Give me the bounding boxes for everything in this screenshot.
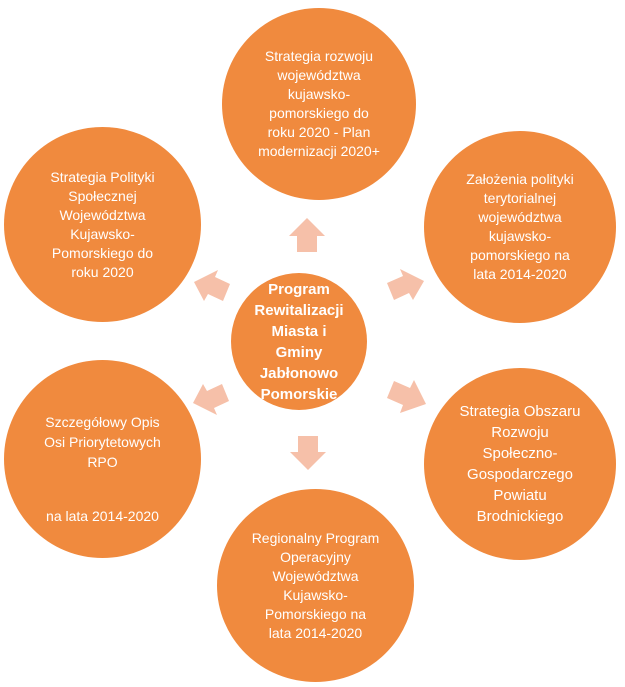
arrow-upper-right-icon bbox=[387, 269, 424, 300]
arrow-up-icon bbox=[289, 218, 325, 252]
node-label: Strategia Polityki Społecznej Województw… bbox=[50, 168, 155, 280]
node-strategia-rozwoju-wojewodztwa: Strategia rozwoju województwa kujawsko- … bbox=[222, 8, 416, 200]
node-label: Szczegółowy Opis Osi Priorytetowych RPO bbox=[44, 414, 161, 470]
node-szczegolowy-opis-osi: Szczegółowy Opis Osi Priorytetowych RPO … bbox=[4, 360, 201, 558]
node-label-years: na lata 2014-2020 bbox=[46, 508, 159, 524]
arrow-upper-left-icon bbox=[194, 270, 230, 301]
center-label: Program Rewitalizacji Miasta i Gminy Jab… bbox=[254, 280, 344, 403]
node-label: Strategia rozwoju województwa kujawsko- … bbox=[258, 48, 380, 159]
node-strategia-obszaru-rozwoju: Strategia Obszaru Rozwoju Społeczno- Gos… bbox=[424, 368, 616, 560]
node-label: Założenia polityki terytorialnej wojewód… bbox=[466, 171, 574, 282]
arrow-lower-right-icon bbox=[387, 380, 426, 413]
arrow-lower-left-icon bbox=[193, 384, 229, 415]
node-label-group: Szczegółowy Opis Osi Priorytetowych RPO … bbox=[30, 392, 175, 526]
arrow-down-icon bbox=[290, 436, 326, 470]
node-label: Regionalny Program Operacyjny Województw… bbox=[251, 529, 380, 641]
node-zalozenia-polityki-terytorialnej: Założenia polityki terytorialnej wojewód… bbox=[424, 131, 616, 323]
node-label: Strategia Obszaru Rozwoju Społeczno- Gos… bbox=[459, 403, 581, 525]
node-strategia-polityki-spolecznej: Strategia Polityki Społecznej Województw… bbox=[4, 127, 201, 322]
node-center-program-rewitalizacji: Program Rewitalizacji Miasta i Gminy Jab… bbox=[231, 273, 367, 410]
node-regionalny-program-operacyjny: Regionalny Program Operacyjny Województw… bbox=[217, 489, 414, 682]
label-gap bbox=[44, 472, 161, 486]
